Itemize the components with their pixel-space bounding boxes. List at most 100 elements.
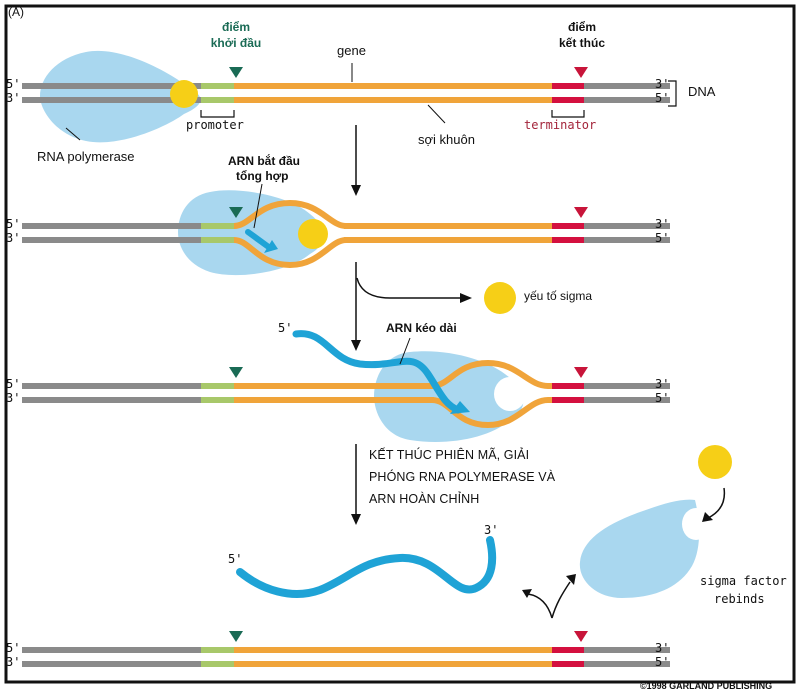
rna-start-leader bbox=[253, 183, 263, 229]
prime-label: 3' bbox=[6, 391, 21, 405]
template-leader bbox=[427, 104, 446, 124]
gene-segment bbox=[344, 223, 552, 229]
promoter-segment bbox=[201, 397, 234, 403]
prime-label: 3' bbox=[655, 217, 670, 231]
start-marker bbox=[229, 367, 243, 378]
end-marker bbox=[574, 631, 588, 642]
terminator-segment bbox=[552, 223, 584, 229]
completed-rna bbox=[236, 536, 497, 598]
gene-segment bbox=[234, 397, 434, 403]
sigma-factor-label: yếu tố sigma bbox=[524, 289, 593, 303]
termination-caption-line2: PHÓNG RNA POLYMERASE VÀ bbox=[369, 470, 556, 484]
rna-polymerase-shape bbox=[374, 351, 524, 442]
rna-polymerase-shape bbox=[40, 50, 201, 143]
template-strand-label: sợi khuôn bbox=[418, 132, 475, 147]
rna-elongation-leader bbox=[399, 337, 411, 365]
sigma-rebinds-label-line2: rebinds bbox=[714, 592, 765, 606]
rna-elongation-label: ARN kéo dài bbox=[386, 321, 457, 335]
prime-label: 5' bbox=[655, 231, 670, 245]
dna-strand-bottom bbox=[22, 397, 202, 403]
promoter-segment bbox=[201, 661, 234, 667]
free-rna-polymerase bbox=[579, 499, 700, 598]
stage-4-release bbox=[236, 445, 732, 619]
terminator-segment bbox=[552, 97, 584, 103]
dna-strand-bottom bbox=[584, 397, 670, 403]
elongating-rna bbox=[292, 330, 462, 414]
sigma-release-arrow bbox=[356, 277, 462, 299]
start-point-label-line2: khởi đầu bbox=[210, 36, 262, 50]
sigma-rebind-arrow bbox=[707, 487, 726, 519]
prime-label: 5' bbox=[6, 377, 21, 391]
rna-start-label-line2: tổng hợp bbox=[236, 169, 289, 183]
gene-segment bbox=[234, 83, 552, 89]
gene-segment bbox=[548, 383, 552, 389]
terminator-segment bbox=[552, 661, 584, 667]
terminator-segment bbox=[552, 383, 584, 389]
prime-label: 3' bbox=[655, 377, 670, 391]
start-point-label-line1: điểm bbox=[221, 20, 250, 34]
termination-caption-line3: ARN HOÀN CHỈNH bbox=[369, 492, 480, 506]
dna-strand-top bbox=[584, 223, 670, 229]
promoter-label: promoter bbox=[186, 118, 244, 132]
terminator-segment bbox=[552, 647, 584, 653]
prime-label: 3' bbox=[6, 231, 21, 245]
end-marker bbox=[574, 367, 588, 378]
stage-2-initiation bbox=[22, 183, 670, 276]
end-marker bbox=[574, 67, 588, 78]
prime-label: 5' bbox=[6, 77, 21, 91]
start-marker bbox=[229, 207, 243, 218]
end-marker bbox=[574, 207, 588, 218]
copyright-notice: ©1998 GARLAND PUBLISHING bbox=[640, 681, 773, 691]
gene-segment bbox=[234, 647, 552, 653]
prime-label: 3' bbox=[655, 641, 670, 655]
dna-strand-bottom bbox=[584, 237, 670, 243]
prime-label: 3' bbox=[6, 655, 21, 669]
gene-segment bbox=[344, 237, 552, 243]
promoter-segment bbox=[201, 97, 234, 103]
dna-strand-bottom bbox=[22, 237, 202, 243]
prime-label: 5' bbox=[655, 655, 670, 669]
gene-segment bbox=[548, 397, 552, 403]
gene-segment bbox=[234, 661, 552, 667]
prime-label: 3' bbox=[6, 91, 21, 105]
prime-label: 5' bbox=[6, 217, 21, 231]
gene-label: gene bbox=[337, 43, 366, 58]
gene-segment bbox=[234, 97, 552, 103]
terminator-label: terminator bbox=[524, 118, 597, 132]
open-bubble-top bbox=[233, 199, 347, 229]
sigma-rebinds-label-line1: sigma factor bbox=[700, 574, 787, 588]
dna-bracket bbox=[668, 80, 677, 107]
prime-label: 5' bbox=[228, 552, 243, 566]
dna-strand-top bbox=[22, 383, 202, 389]
prime-label: 3' bbox=[484, 523, 499, 537]
promoter-segment bbox=[201, 647, 234, 653]
rna-start-label-line1: ARN bắt đầu bbox=[228, 154, 300, 168]
step-arrow-3 bbox=[351, 444, 361, 525]
step-arrow-1 bbox=[351, 125, 361, 196]
stage-5-free-dna bbox=[22, 631, 670, 667]
polymerase-leader bbox=[65, 127, 81, 141]
prime-label: 5' bbox=[6, 641, 21, 655]
recycle-arrow-left bbox=[527, 593, 553, 619]
elongating-rna-arrowhead bbox=[450, 401, 470, 414]
prime-label: 5' bbox=[655, 91, 670, 105]
recycle-arrow-right bbox=[551, 581, 571, 619]
nascent-rna-arrowhead bbox=[264, 240, 278, 253]
nascent-rna bbox=[245, 229, 273, 251]
promoter-segment bbox=[201, 237, 234, 243]
promoter-segment bbox=[201, 83, 234, 89]
start-marker bbox=[229, 631, 243, 642]
terminator-segment bbox=[552, 397, 584, 403]
terminator-segment bbox=[552, 237, 584, 243]
polymerase-notch bbox=[494, 377, 526, 411]
polymerase-notch bbox=[682, 508, 710, 540]
step-arrow-2 bbox=[351, 262, 472, 351]
figure-border bbox=[4, 4, 796, 684]
stage-3-elongation bbox=[22, 330, 670, 442]
prime-label: 5' bbox=[655, 391, 670, 405]
dna-label: DNA bbox=[688, 84, 716, 99]
termination-caption-line1: KẾT THÚC PHIÊN MÃ, GIẢI bbox=[369, 448, 530, 462]
terminator-bracket bbox=[551, 110, 585, 118]
end-point-label-line1: điểm bbox=[567, 20, 596, 34]
